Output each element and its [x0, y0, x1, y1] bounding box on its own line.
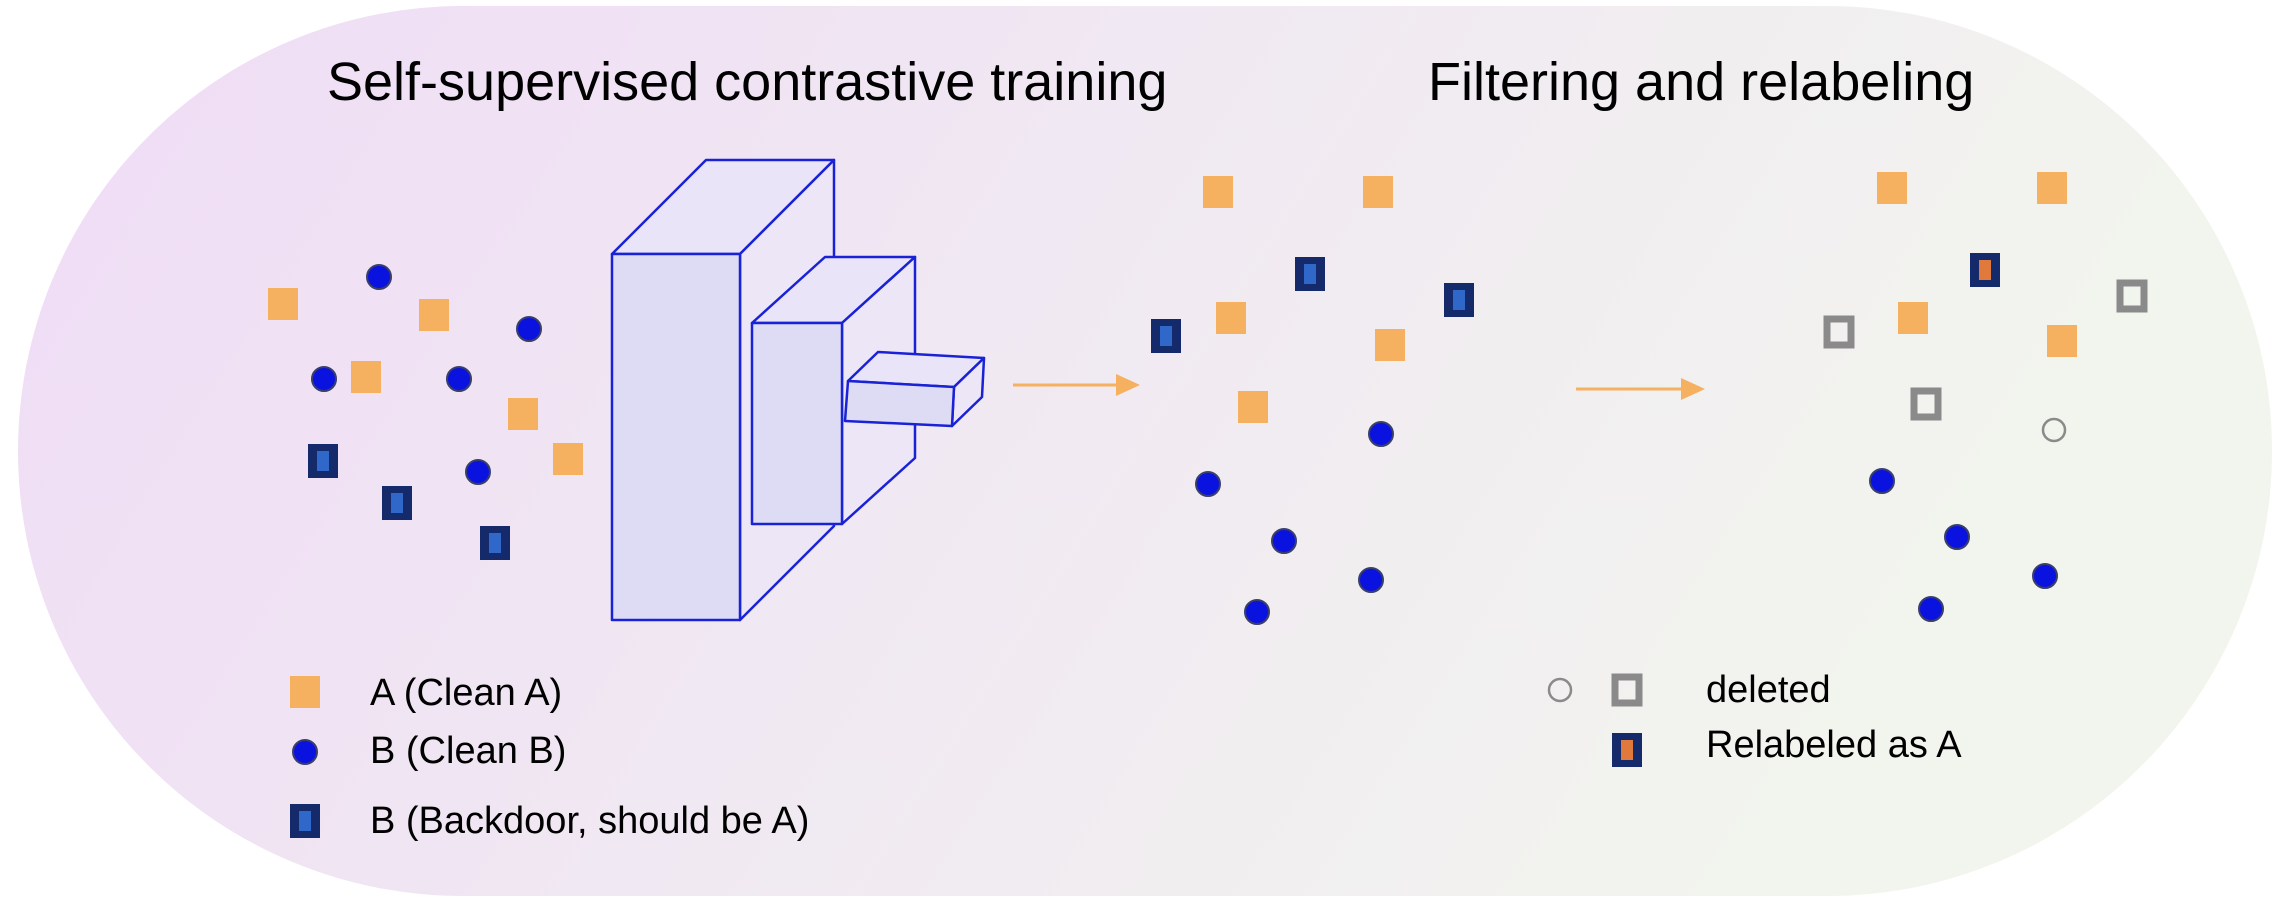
clean-a-marker: [1877, 172, 1907, 204]
clean-a-marker: [1898, 302, 1928, 334]
clean-a-marker: [268, 288, 298, 320]
clean-b-marker: [1195, 471, 1221, 497]
clean-b-marker: [1244, 599, 1270, 625]
backdoor-marker: [382, 486, 412, 520]
deleted-square-marker: [1823, 315, 1855, 349]
clean-b-marker: [516, 316, 542, 342]
legend-relabeled-symbol: [1612, 733, 1642, 767]
clean-a-marker: [1238, 391, 1268, 423]
input-data-points: [268, 264, 583, 560]
network-block-1-front: [610, 252, 742, 622]
clean-b-marker: [446, 366, 472, 392]
filtered-data-points: [1823, 172, 2148, 622]
backdoor-marker: [480, 526, 510, 560]
backdoor-marker: [1151, 319, 1181, 353]
clean-a-marker: [508, 398, 538, 430]
deleted-square-marker: [1910, 387, 1942, 421]
clean-a-marker: [1375, 329, 1405, 361]
clean-b-marker: [1869, 468, 1895, 494]
pill-background: [18, 6, 2272, 896]
deleted-circle-marker: [2041, 417, 2067, 443]
clean-a-marker: [553, 443, 583, 475]
clean-b-marker: [311, 366, 337, 392]
clean-b-marker: [1358, 567, 1384, 593]
clean-a-marker: [1216, 302, 1246, 334]
legend-right: deleted Relabeled as A: [1547, 669, 1962, 767]
clean-a-marker: [2047, 325, 2077, 357]
arrow-to-embedding: [1013, 374, 1140, 396]
arrow-to-filtered: [1576, 378, 1705, 400]
deleted-square-marker: [2116, 279, 2148, 313]
clean-a-marker: [2037, 172, 2067, 204]
legend-clean-a-label: A (Clean A): [370, 672, 562, 714]
legend-backdoor-symbol: [290, 804, 320, 838]
legend-relabeled-label: Relabeled as A: [1706, 724, 1962, 766]
relabeled-marker: [1612, 733, 1642, 767]
clean-a-marker: [1203, 176, 1233, 208]
legend-clean-a-symbol: [290, 676, 320, 708]
clean-b-marker: [2032, 563, 2058, 589]
neural-network-icon: [610, 158, 986, 622]
clean-b-marker: [1918, 596, 1944, 622]
backdoor-marker: [290, 804, 320, 838]
legend-left: A (Clean A) B (Clean B) B (Backdoor, sho…: [290, 672, 809, 842]
legend-deleted-square-symbol: [1611, 673, 1643, 707]
deleted-square-marker: [1611, 673, 1643, 707]
legend-deleted-label: deleted: [1706, 669, 1831, 711]
legend-deleted-circle-symbol: [1547, 677, 1573, 703]
clean-b-marker: [292, 739, 318, 765]
legend-backdoor-label: B (Backdoor, should be A): [370, 800, 809, 842]
clean-a-marker: [290, 676, 320, 708]
backdoor-marker: [1444, 283, 1474, 317]
clean-b-marker: [465, 459, 491, 485]
relabeled-marker: [1970, 253, 2000, 287]
legend-clean-b-symbol: [292, 739, 318, 765]
embedding-data-points: [1151, 176, 1474, 625]
clean-b-marker: [366, 264, 392, 290]
clean-a-marker: [1363, 176, 1393, 208]
legend-clean-b-label: B (Clean B): [370, 730, 566, 772]
network-block-3-front: [843, 379, 956, 428]
deleted-circle-marker: [1547, 677, 1573, 703]
title-contrastive-training: Self-supervised contrastive training: [327, 52, 1167, 112]
network-block-2-front: [750, 321, 844, 526]
clean-a-marker: [351, 361, 381, 393]
clean-a-marker: [419, 299, 449, 331]
backdoor-marker: [1295, 257, 1325, 291]
clean-b-marker: [1368, 421, 1394, 447]
title-filtering-relabeling: Filtering and relabeling: [1428, 52, 1974, 112]
clean-b-marker: [1271, 528, 1297, 554]
backdoor-marker: [308, 444, 338, 478]
clean-b-marker: [1944, 524, 1970, 550]
